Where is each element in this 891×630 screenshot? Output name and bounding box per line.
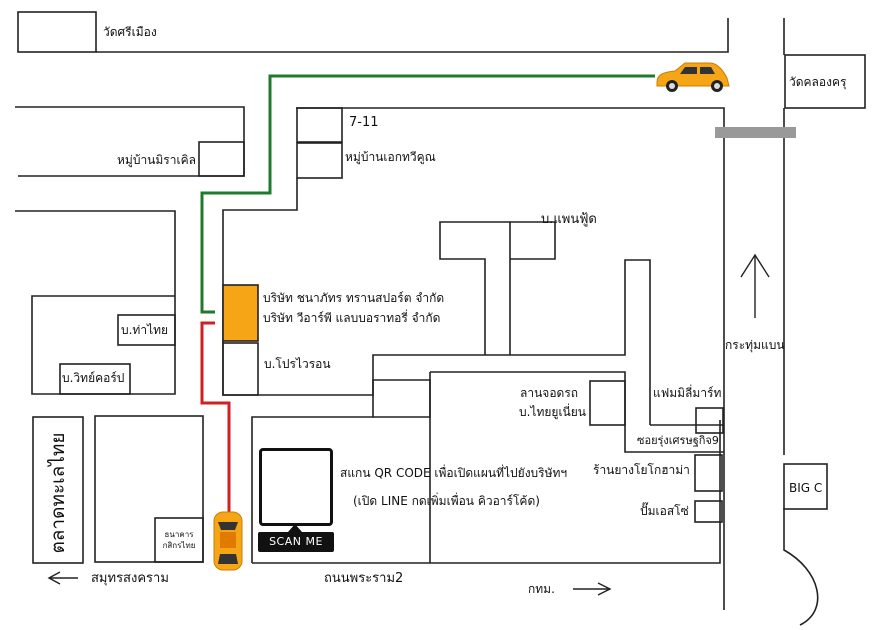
route-red xyxy=(200,321,231,512)
big-c-building xyxy=(783,463,828,510)
label-yokohama: ร้านยางโยโกฮาม่า xyxy=(593,463,690,477)
car-icon xyxy=(213,511,243,571)
label-samut-sakhon: สมุทรสงคราม xyxy=(91,571,169,586)
pan-food-building-left xyxy=(439,221,486,355)
wat-khlong-khru-building xyxy=(784,54,866,109)
label-family-mart: แฟมมิลี่มาร์ท xyxy=(653,386,722,400)
pan-food-building-right xyxy=(509,221,556,355)
pro-wire-building xyxy=(222,342,259,396)
label-talad-thale-thai: ตลาดทะเลไทย xyxy=(47,432,69,554)
label-company-2: บริษัท วีอาร์พี แลบบอราทอรี่ จำกัด xyxy=(263,311,441,325)
label-pan-food: บ.แพนฟู้ด xyxy=(541,212,597,227)
wit-corp-building xyxy=(59,363,131,395)
label-kasikorn-1: ธนาคาร xyxy=(164,530,194,539)
label-wat-khlong-khru: วัดคลองครุ xyxy=(789,75,847,89)
label-seven-eleven: 7-11 xyxy=(349,115,379,130)
road-top-upper-edge xyxy=(96,18,729,53)
kasikorn-block xyxy=(94,415,204,563)
label-bangkok: กทม. xyxy=(528,582,555,596)
family-mart-building xyxy=(695,407,724,434)
label-soi-rung: ซอยรุ่งเศรษฐกิจ9 xyxy=(637,434,719,447)
yokohama-building xyxy=(694,454,723,492)
ban-miracle-building xyxy=(198,141,245,177)
ban-ekthawikun-building xyxy=(296,142,343,179)
label-wit-corp: บ.วิทย์คอร์ป xyxy=(62,371,125,385)
road-right-east-edge xyxy=(783,18,819,626)
tha-thai-block xyxy=(15,210,176,395)
company-block-edge xyxy=(222,178,651,425)
soi-rung-edge xyxy=(624,425,724,453)
label-big-c: BIG C xyxy=(789,481,823,495)
label-company-1: บริษัท ชนาภัทร ทรานสปอร์ต จำกัด xyxy=(263,291,445,305)
talad-thale-thai-building xyxy=(32,416,84,564)
overpass xyxy=(715,127,796,138)
qr-note: (เปิด LINE กดเพิ่มเพื่อน คิวอาร์โค้ด) xyxy=(353,494,540,508)
label-esso: ปั๊มเอสโซ่ xyxy=(640,504,689,518)
label-rama2: ถนนพระราม2 xyxy=(324,571,404,586)
label-kasikorn-2: กสิกรไทย xyxy=(162,541,196,550)
label-ban-miracle: หมู่บ้านมิราเคิล xyxy=(117,153,196,167)
label-wat-si-mueang: วัดศรีเมือง xyxy=(103,25,157,39)
destination-building xyxy=(222,284,259,342)
tha-thai-building xyxy=(117,314,176,346)
arrow-left-icon xyxy=(47,571,78,585)
esso-building xyxy=(694,500,723,523)
scan-me-label: SCAN ME xyxy=(258,532,334,552)
label-parking: ลานจอดรถ xyxy=(520,386,579,400)
thai-union-parking-building xyxy=(589,380,626,426)
rama2-block xyxy=(252,371,721,564)
qr-instruction: สแกน QR CODE เพื่อเปิดแผนที่ไปยังบริษัทฯ xyxy=(340,466,568,480)
kasikorn-building xyxy=(154,517,204,563)
car-icon xyxy=(656,62,730,92)
label-tha-thai: บ.ท่าไทย xyxy=(121,323,169,337)
label-krathum-baen: กระทุ่มแบน xyxy=(725,338,785,352)
qr-code-frame[interactable] xyxy=(259,448,333,526)
seven-eleven-building xyxy=(296,107,343,143)
road-top-lower-edge xyxy=(296,107,725,200)
arrow-up-icon xyxy=(740,253,770,318)
label-thai-union: บ.ไทยยูเนี่ยน xyxy=(519,405,586,419)
label-pro-wire: บ.โปรไวรอน xyxy=(264,357,331,371)
arrow-right-icon xyxy=(573,582,612,596)
wat-si-mueang-building xyxy=(17,11,97,53)
label-ban-ekthawikun: หมู่บ้านเอกทวีคูณ xyxy=(345,150,436,164)
route-green xyxy=(200,74,655,314)
scan-me-pointer xyxy=(288,524,302,532)
